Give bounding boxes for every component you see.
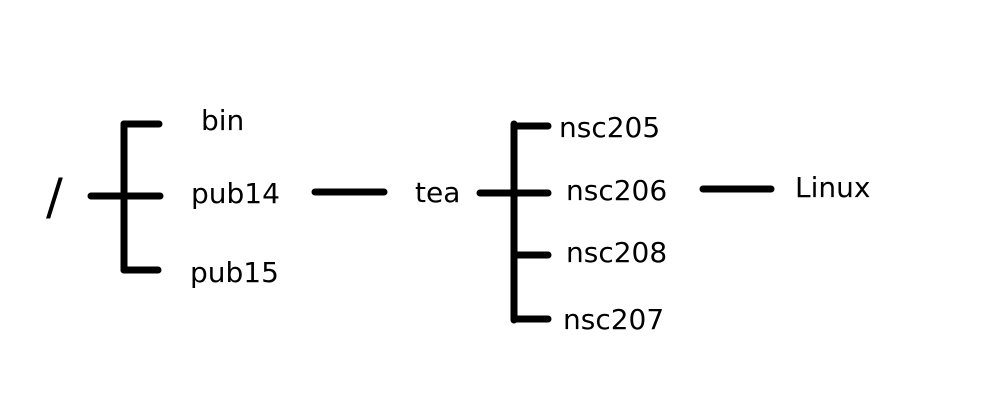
node-root: / <box>46 168 63 226</box>
node-nsc208: nsc208 <box>566 236 668 269</box>
node-pub15: pub15 <box>190 256 279 289</box>
node-bin: bin <box>201 104 245 137</box>
node-tea: tea <box>415 176 461 209</box>
node-pub14: pub14 <box>191 177 280 210</box>
node-nsc206: nsc206 <box>566 174 668 207</box>
node-linux: Linux <box>795 171 871 204</box>
node-nsc207: nsc207 <box>563 303 665 336</box>
node-nsc205: nsc205 <box>559 111 661 144</box>
